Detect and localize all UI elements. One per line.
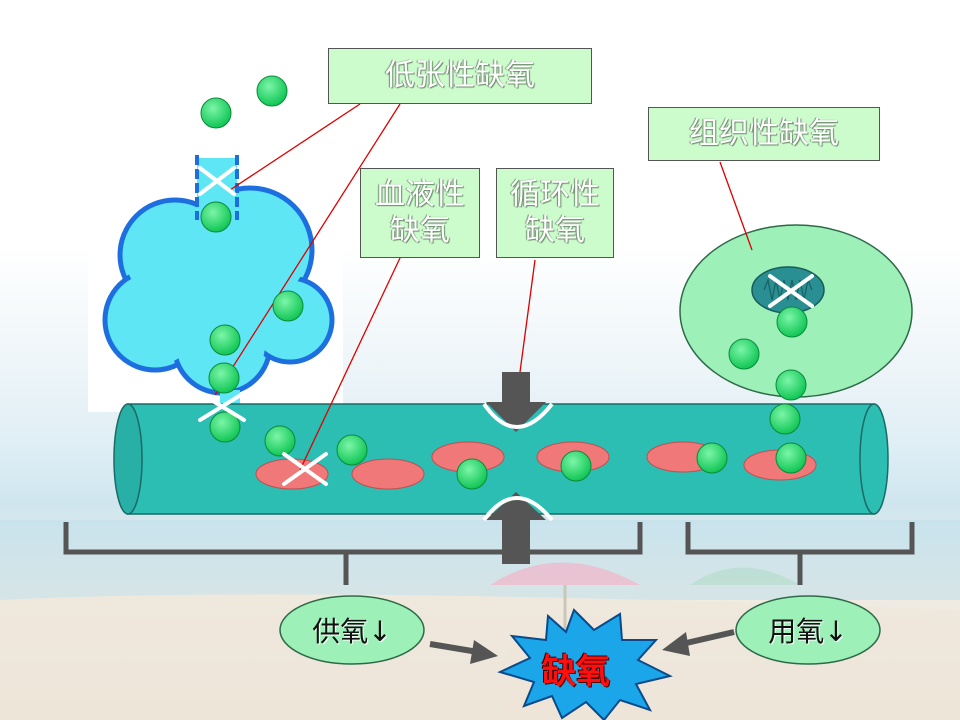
hemic-label-line2: 缺氧	[390, 213, 450, 248]
oxygen-molecule-icon	[208, 362, 240, 394]
oxygen-molecule-icon	[336, 434, 368, 466]
oxygen-molecule-icon	[272, 290, 304, 322]
oxygen-molecule-icon	[775, 369, 807, 401]
circulatory-hypoxia-label: 循环性 缺氧	[496, 168, 614, 258]
burst-star-icon	[497, 608, 673, 720]
arrow-icon	[429, 640, 498, 664]
oxygen-molecule-icon	[728, 338, 760, 370]
hemic-hypoxia-label: 血液性 缺氧	[360, 168, 480, 258]
leader-lines	[214, 103, 753, 471]
hypotonic-hypoxia-label: 低张性缺氧	[328, 48, 592, 104]
arrow-icon	[482, 372, 554, 432]
oxygen-molecule-icon	[776, 306, 808, 338]
cross-marks	[198, 166, 814, 486]
oxygen-molecule-icon	[769, 403, 801, 435]
hypoxia-center-text: 缺氧	[542, 651, 610, 692]
oxygen-molecule-icon	[456, 458, 488, 490]
arrow-icon	[482, 492, 554, 564]
supply-oval	[279, 595, 425, 665]
red-blood-cell-icon	[255, 458, 329, 490]
cross-mark-icon	[282, 452, 328, 486]
oxygen-supply-decreased-text: 供氧↓	[312, 615, 392, 648]
red-blood-cell-icon	[351, 458, 425, 490]
oxygen-molecule-icon	[560, 450, 592, 482]
oxygen-molecule-icon	[200, 97, 232, 129]
hemic-label-line1: 血液性	[375, 177, 465, 212]
oxygen-molecule-icon	[696, 442, 728, 474]
oxygen-molecule-icon	[209, 324, 241, 356]
cross-mark-icon	[198, 391, 246, 422]
supply-bracket	[63, 522, 643, 585]
oxygen-molecule-icon	[264, 425, 296, 457]
oxygen-molecules	[200, 75, 808, 490]
use-oval	[735, 595, 881, 665]
oxygen-molecule-icon	[775, 442, 807, 474]
oxygen-molecule-icon	[200, 201, 232, 233]
circulatory-label-line2: 缺氧	[525, 213, 585, 248]
arrow-icon	[662, 629, 735, 656]
circulatory-label-line1: 循环性	[510, 177, 600, 212]
use-bracket	[685, 522, 915, 585]
oxygen-molecule-icon	[256, 75, 288, 107]
cross-mark-icon	[198, 166, 236, 196]
cross-mark-icon	[768, 274, 814, 308]
oxygen-use-decreased-text: 用氧↓	[768, 615, 848, 648]
histotoxic-hypoxia-label: 组织性缺氧	[648, 107, 880, 161]
oxygen-molecule-icon	[209, 411, 241, 443]
